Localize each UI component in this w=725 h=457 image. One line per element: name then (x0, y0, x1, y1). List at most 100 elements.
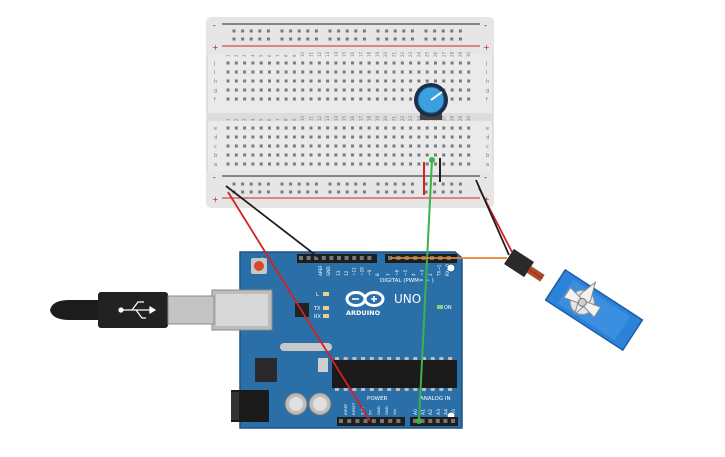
terminal-hole[interactable] (400, 135, 404, 139)
terminal-hole[interactable] (259, 97, 263, 101)
terminal-hole[interactable] (251, 135, 255, 139)
rail-hole[interactable] (280, 29, 284, 33)
terminal-hole[interactable] (458, 79, 462, 83)
rail-hole[interactable] (424, 29, 428, 33)
terminal-hole[interactable] (375, 97, 379, 101)
terminal-hole[interactable] (268, 79, 271, 83)
terminal-hole[interactable] (284, 70, 288, 74)
terminal-hole[interactable] (309, 144, 313, 148)
rail-hole[interactable] (450, 29, 454, 33)
terminal-hole[interactable] (326, 162, 330, 166)
rail-hole[interactable] (232, 37, 236, 41)
rail-hole[interactable] (433, 37, 437, 41)
terminal-hole[interactable] (309, 135, 313, 139)
terminal-hole[interactable] (409, 126, 413, 130)
terminal-hole[interactable] (442, 70, 446, 74)
terminal-hole[interactable] (292, 135, 296, 139)
terminal-hole[interactable] (434, 61, 437, 65)
terminal-hole[interactable] (409, 153, 413, 157)
terminal-hole[interactable] (392, 70, 396, 74)
terminal-hole[interactable] (226, 144, 230, 148)
terminal-hole[interactable] (268, 144, 271, 148)
terminal-hole[interactable] (251, 79, 255, 83)
terminal-hole[interactable] (367, 153, 371, 157)
rail-hole[interactable] (280, 190, 284, 194)
terminal-hole[interactable] (317, 144, 321, 148)
rail-hole[interactable] (280, 37, 284, 41)
terminal-hole[interactable] (334, 135, 338, 139)
header-pin[interactable] (359, 256, 364, 260)
terminal-hole[interactable] (259, 70, 263, 74)
terminal-hole[interactable] (342, 88, 346, 92)
terminal-hole[interactable] (467, 135, 471, 139)
terminal-hole[interactable] (309, 70, 313, 74)
rail-hole[interactable] (345, 182, 349, 186)
terminal-hole[interactable] (442, 61, 446, 65)
terminal-hole[interactable] (342, 153, 346, 157)
rail-hole[interactable] (241, 182, 245, 186)
terminal-hole[interactable] (226, 79, 230, 83)
terminal-hole[interactable] (392, 97, 396, 101)
rail-hole[interactable] (433, 29, 437, 33)
terminal-hole[interactable] (243, 162, 247, 166)
terminal-hole[interactable] (458, 126, 462, 130)
terminal-hole[interactable] (375, 79, 379, 83)
terminal-hole[interactable] (326, 61, 330, 65)
terminal-hole[interactable] (458, 97, 462, 101)
terminal-hole[interactable] (351, 126, 354, 130)
header-pin[interactable] (388, 256, 392, 260)
terminal-hole[interactable] (326, 88, 330, 92)
terminal-hole[interactable] (301, 135, 305, 139)
terminal-hole[interactable] (342, 144, 346, 148)
rail-hole[interactable] (289, 190, 293, 194)
terminal-hole[interactable] (326, 97, 330, 101)
rail-hole[interactable] (393, 29, 397, 33)
rail-hole[interactable] (441, 29, 445, 33)
terminal-hole[interactable] (292, 61, 296, 65)
terminal-hole[interactable] (425, 144, 429, 148)
rail-hole[interactable] (306, 190, 310, 194)
rail-hole[interactable] (441, 190, 445, 194)
rail-hole[interactable] (337, 182, 341, 186)
terminal-hole[interactable] (292, 97, 296, 101)
terminal-hole[interactable] (284, 88, 288, 92)
terminal-hole[interactable] (334, 70, 338, 74)
terminal-hole[interactable] (243, 79, 247, 83)
terminal-hole[interactable] (351, 70, 354, 74)
terminal-hole[interactable] (367, 61, 371, 65)
terminal-hole[interactable] (367, 70, 371, 74)
terminal-hole[interactable] (367, 135, 371, 139)
rail-hole[interactable] (328, 190, 332, 194)
terminal-hole[interactable] (417, 162, 421, 166)
terminal-hole[interactable] (292, 88, 296, 92)
rail-hole[interactable] (337, 190, 341, 194)
terminal-hole[interactable] (284, 144, 288, 148)
terminal-hole[interactable] (334, 162, 338, 166)
terminal-hole[interactable] (284, 162, 288, 166)
terminal-hole[interactable] (450, 162, 454, 166)
terminal-hole[interactable] (392, 61, 396, 65)
terminal-hole[interactable] (417, 70, 421, 74)
rail-hole[interactable] (410, 190, 414, 194)
terminal-hole[interactable] (226, 61, 230, 65)
rail-hole[interactable] (266, 29, 270, 33)
rail-hole[interactable] (289, 37, 293, 41)
terminal-hole[interactable] (342, 79, 346, 83)
terminal-hole[interactable] (309, 79, 313, 83)
header-pin[interactable] (443, 419, 448, 423)
terminal-hole[interactable] (226, 135, 230, 139)
rail-hole[interactable] (458, 29, 462, 33)
terminal-hole[interactable] (301, 162, 305, 166)
terminal-hole[interactable] (367, 126, 371, 130)
terminal-hole[interactable] (434, 126, 437, 130)
rail-hole[interactable] (385, 182, 389, 186)
terminal-hole[interactable] (434, 153, 437, 157)
terminal-hole[interactable] (276, 70, 280, 74)
terminal-hole[interactable] (467, 79, 471, 83)
terminal-hole[interactable] (442, 144, 446, 148)
rail-hole[interactable] (433, 190, 437, 194)
rail-hole[interactable] (450, 182, 454, 186)
rail-hole[interactable] (410, 37, 414, 41)
terminal-hole[interactable] (226, 97, 230, 101)
terminal-hole[interactable] (425, 162, 429, 166)
